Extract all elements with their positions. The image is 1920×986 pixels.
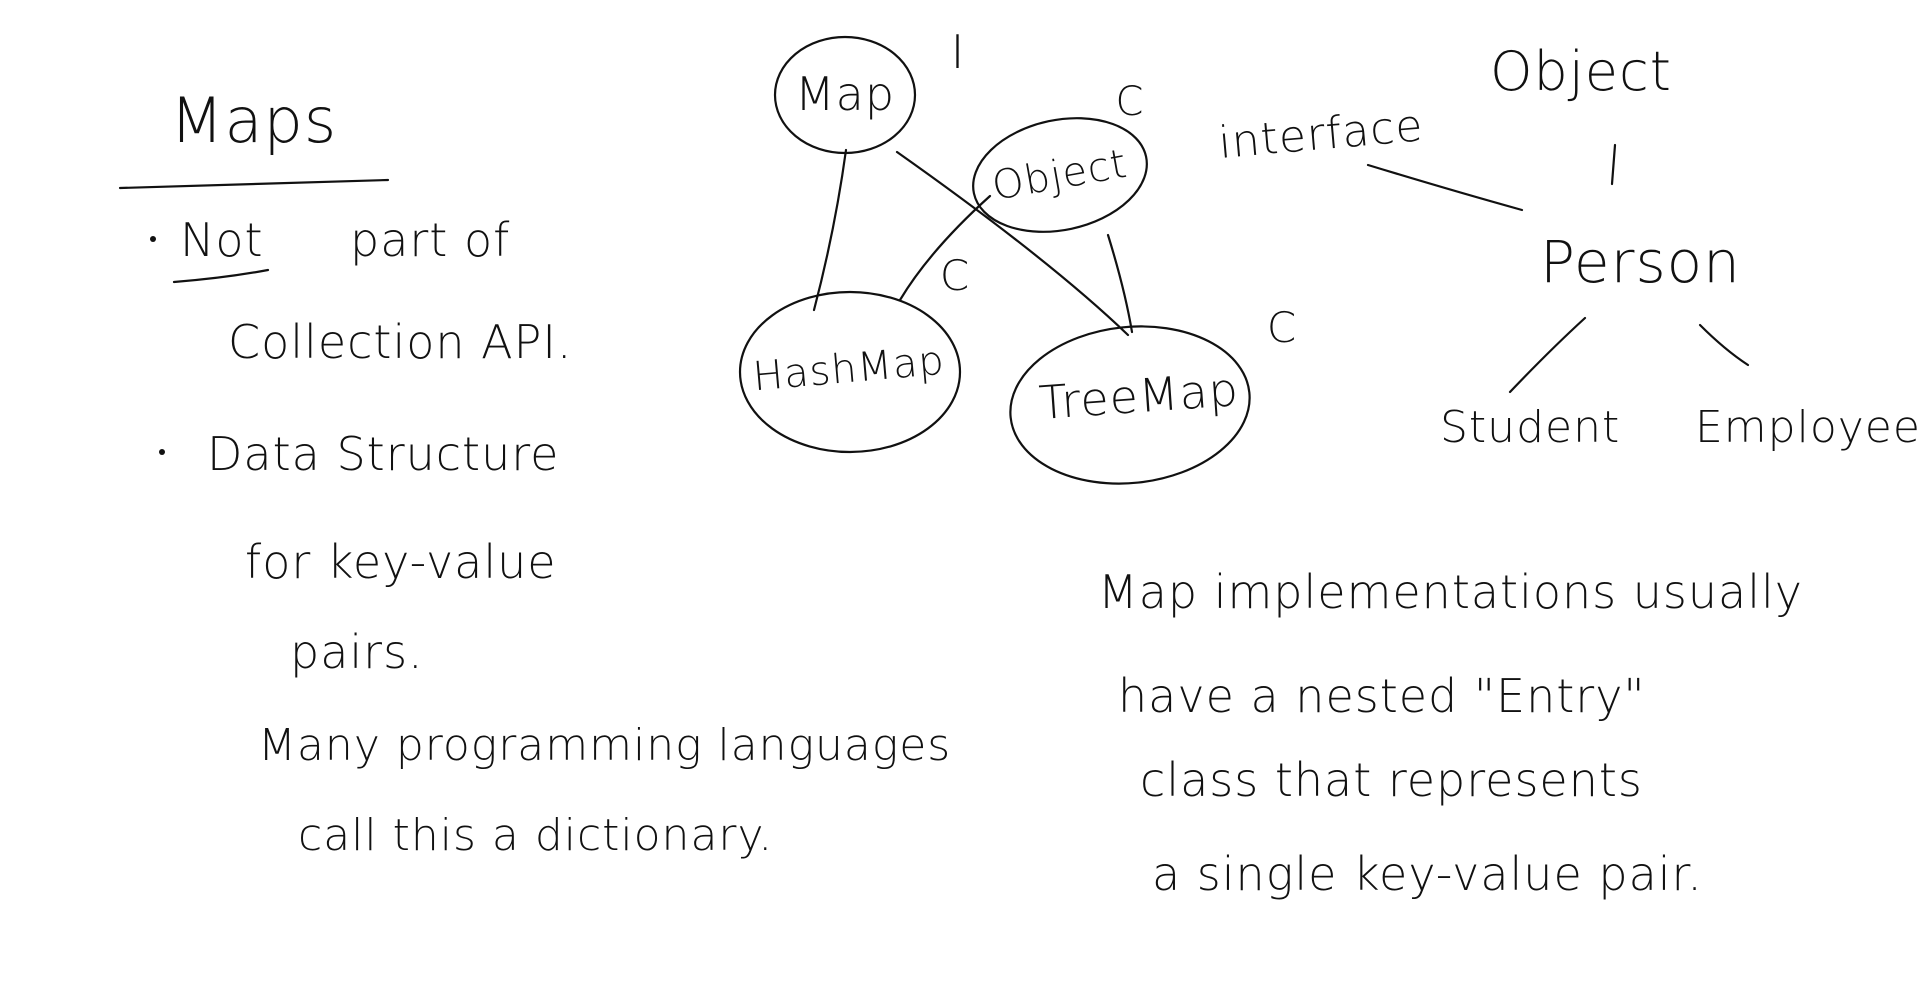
entry-note-section: Map implementations usually have a neste… [1098,565,1803,901]
object-node-label: Object [989,141,1131,210]
hashmap-node-tag: C [940,251,970,300]
map-hierarchy-diagram: Map I Object C HashMap C TreeMap C [738,25,1297,485]
treemap-node-tag: C [1267,303,1297,352]
entry-note-line-1: Map implementations usually [1098,565,1803,619]
map-node-label: Map [795,67,895,121]
object-node-outline [972,117,1148,233]
edge-interface-person [1366,163,1524,212]
edge-person-student [1508,316,1587,394]
edge-person-employee [1698,323,1750,367]
student-label: Student [1440,402,1620,453]
bullet-2-line-3: pairs. [290,625,424,679]
bullet-dot-2 [159,449,165,455]
person-label: Person [1540,228,1741,296]
entry-note-line-3: class that represents [1140,753,1643,807]
bullet-2-line-1: Data Structure [207,427,559,481]
map-node-tag: I [951,25,966,79]
bullet-1-underlined-word: Not [180,213,264,267]
interface-label: interface [1217,100,1426,169]
employee-label: Employee [1695,402,1920,453]
bullet-2-line-2: for key-value [245,535,557,589]
bullet-1-underline [172,268,270,284]
edge-object-hashmap [898,194,992,302]
edge-object-treemap [1106,233,1134,334]
object-label: Object [1490,40,1672,103]
hashmap-node-label: HashMap [751,338,946,401]
map-node-outline [773,35,917,155]
edge-object-person [1610,143,1617,186]
entry-note-line-2: have a nested "Entry" [1118,669,1646,723]
object-node-tag: C [1116,79,1145,125]
treemap-node-label: TreeMap [1037,362,1240,430]
bullet-1-line-2: Collection API. [228,315,573,369]
edge-map-hashmap [812,148,848,312]
dictionary-line-1: Many programming languages [258,720,951,771]
title-underline [118,178,390,190]
bullet-1-rest: part of [350,213,510,267]
entry-note-line-4: a single key-value pair. [1152,847,1703,901]
dictionary-line-2: call this a dictionary. [298,810,773,861]
bullet-dot-1 [150,236,156,242]
treemap-node-outline [1009,325,1251,485]
hashmap-node-outline [738,290,962,454]
notes-title: Maps [170,84,337,157]
edge-map-treemap [895,150,1130,337]
notes-section: Maps Not part of Collection API. Data St… [118,84,951,861]
person-hierarchy-diagram: interface Object Person Student Employee [1217,40,1920,453]
